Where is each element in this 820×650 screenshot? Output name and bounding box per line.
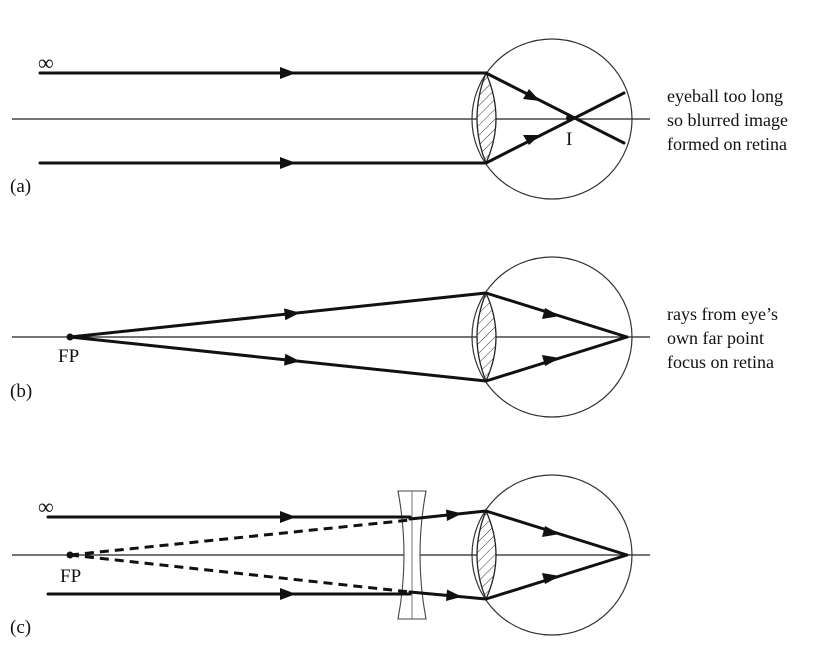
far-point-label: FP: [58, 346, 79, 367]
eye-lens: [476, 291, 497, 383]
panel-c: ∞ FP (c): [10, 474, 650, 638]
ray-arrow: [284, 308, 300, 321]
eye-lens: [476, 71, 497, 165]
eye-lens: [476, 509, 497, 601]
ray-arrow: [446, 589, 462, 601]
panel-b: FP (b) rays from eye’s own far point foc…: [10, 256, 778, 418]
image-point: [566, 115, 572, 121]
virtual-ray-lower: [69, 553, 411, 594]
virtual-ray-upper: [69, 518, 411, 557]
ray-arrow: [280, 67, 296, 79]
note-line: own far point: [667, 328, 764, 348]
eyeball: [471, 474, 633, 636]
note-line: eyeball too long: [667, 86, 783, 106]
ray-arrow: [280, 588, 296, 600]
note-line: rays from eye’s: [667, 304, 778, 324]
infinity-label: ∞: [38, 494, 54, 519]
panel-label-a: (a): [10, 176, 31, 197]
ray-arrow: [542, 355, 560, 366]
ray-from-far-point-upper: [68, 291, 488, 339]
eyeball: [471, 256, 633, 418]
ray-arrow: [542, 573, 560, 584]
ray-arrow: [280, 511, 296, 523]
eyeball: [471, 38, 633, 200]
ray-from-far-point-lower: [68, 335, 488, 383]
ray-arrow: [542, 308, 560, 319]
far-point-label: FP: [60, 566, 81, 587]
panel-label-b: (b): [10, 381, 32, 402]
image-label: I: [566, 129, 572, 150]
refracted-ray-upper: [484, 71, 626, 145]
panel-label-c: (c): [10, 617, 31, 638]
ray-arrow: [280, 157, 296, 169]
ray-arrow: [523, 135, 540, 145]
refracted-ray-lower: [484, 91, 626, 165]
ray-arrow: [446, 509, 462, 521]
infinity-label: ∞: [38, 50, 54, 75]
note-line: focus on retina: [667, 352, 774, 372]
note-line: formed on retina: [667, 134, 787, 154]
ray-arrow: [542, 526, 560, 537]
panel-a: I ∞ (a) eyeball too long so blurred imag…: [10, 38, 788, 200]
ray-arrow: [284, 353, 300, 366]
note-line: so blurred image: [667, 110, 788, 130]
ray-arrow: [523, 89, 540, 101]
